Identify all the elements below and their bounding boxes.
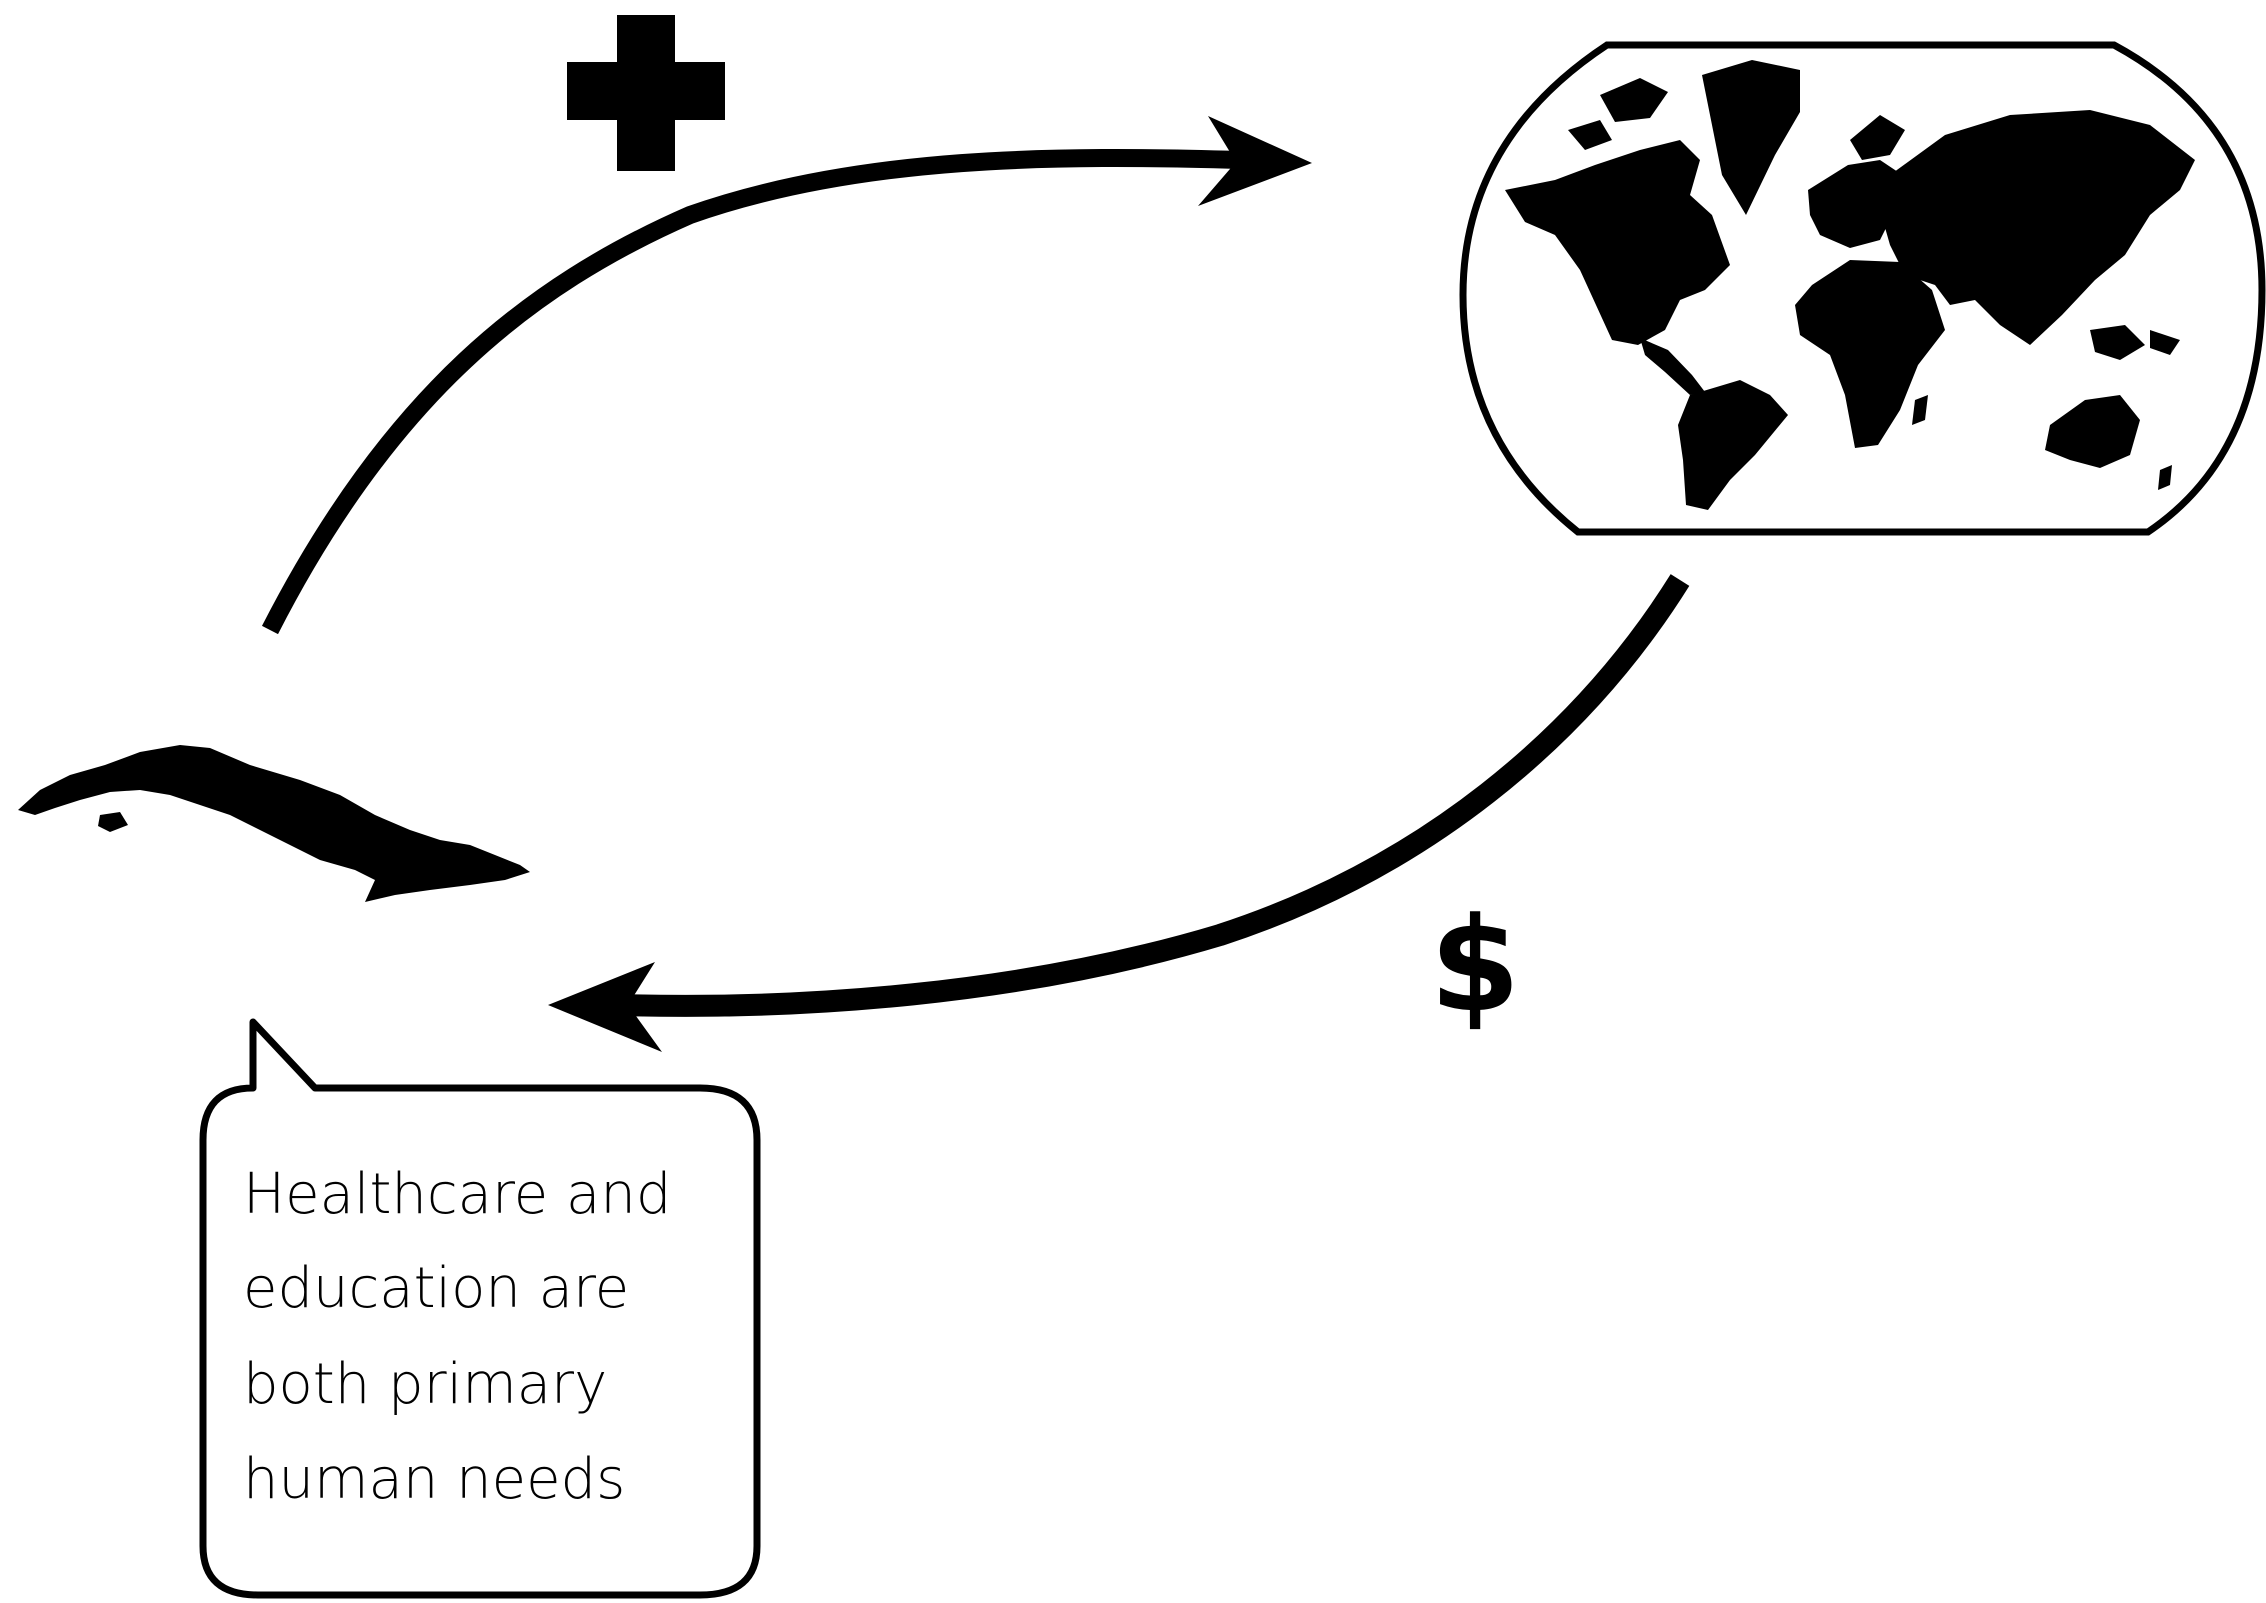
arrow-to-cuba <box>548 574 1690 1052</box>
medical-cross-icon <box>567 15 725 171</box>
bubble-line-1: Healthcare and <box>243 1162 671 1227</box>
bubble-line-2: education are <box>243 1256 629 1321</box>
money-label: $ <box>1430 889 1520 1041</box>
world-map-icon <box>1459 41 2266 536</box>
cuba-island-icon <box>18 745 530 902</box>
bubble-line-3: both primary <box>243 1352 607 1417</box>
arrow-to-world <box>261 116 1312 635</box>
bubble-line-4: human needs <box>243 1447 625 1512</box>
speech-bubble: Healthcare and education are both primar… <box>199 1018 761 1599</box>
